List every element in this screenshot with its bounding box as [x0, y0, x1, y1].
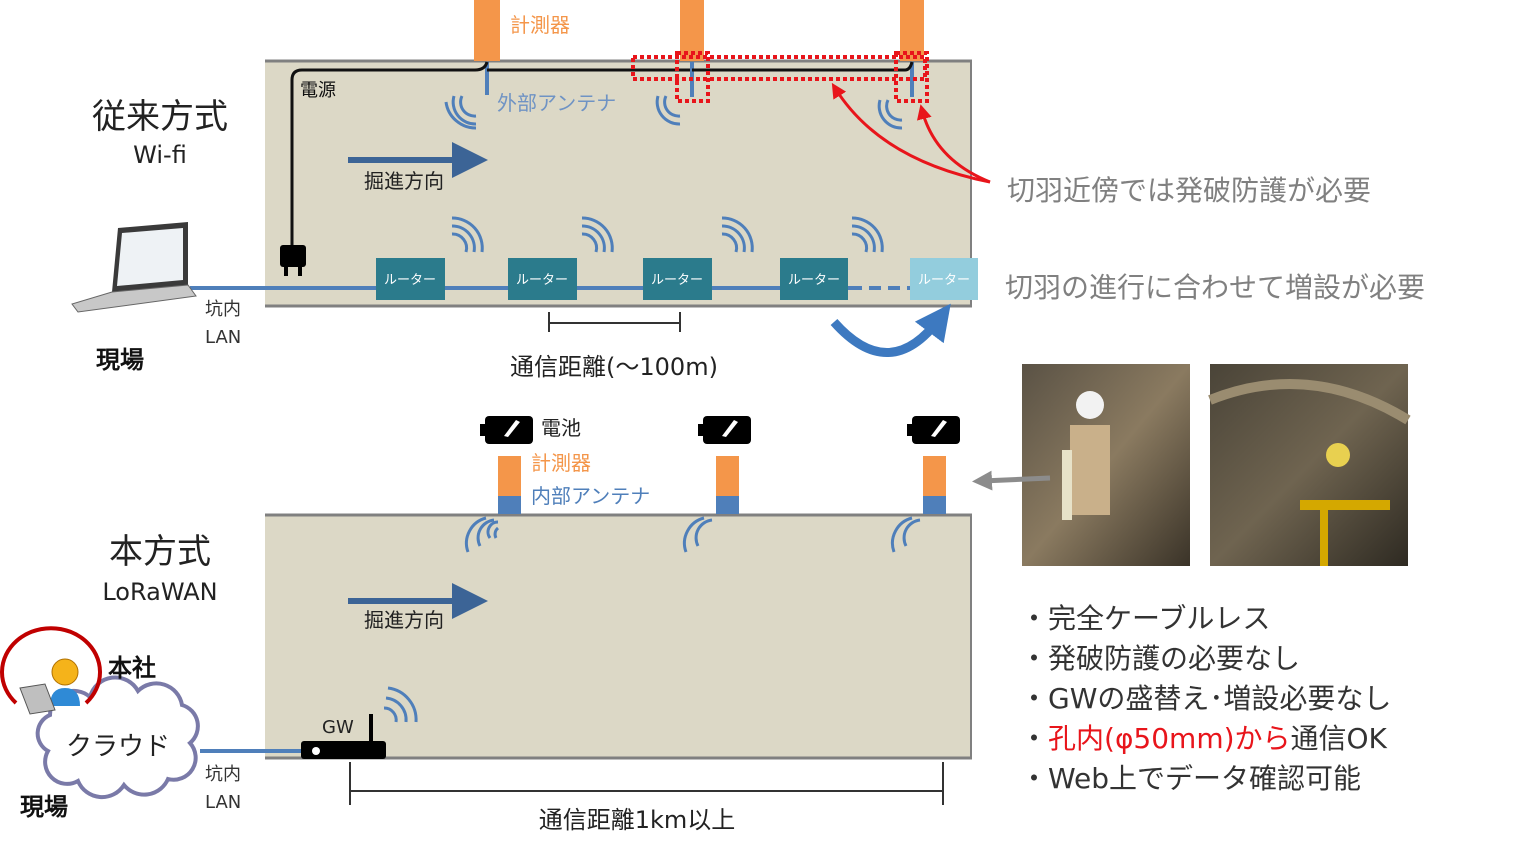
internal-antenna: [716, 496, 739, 514]
router: ルーター: [780, 258, 848, 300]
conventional-subtitle: Wi-fi: [133, 141, 187, 169]
conventional-section: 従来方式 Wi-fi 計測器 外部アンテナ 電源: [71, 0, 1425, 381]
cloud-icon: [35, 675, 200, 800]
note-blast-protection: 切羽近傍では発破防護が必要: [1007, 174, 1371, 207]
proposed-subtitle: LoRaWAN: [102, 578, 217, 606]
instrument: [680, 0, 704, 61]
direction-label: 掘進方向: [364, 608, 444, 632]
lan-label: LAN: [205, 327, 241, 348]
instruments-proposed: [498, 456, 946, 514]
power-plug-icon: [280, 245, 306, 276]
hq-highlight-ring: [0, 626, 102, 705]
distance-bracket: [548, 312, 681, 332]
instrument: [923, 456, 946, 496]
instrument-label: 計測器: [510, 13, 570, 37]
router-additional: ルーター: [910, 258, 978, 300]
antenna-label: 内部アンテナ: [531, 484, 650, 508]
photo-pointer-arrow: [972, 470, 1051, 491]
direction-label: 掘進方向: [364, 169, 444, 193]
battery-icon: [480, 416, 533, 444]
benefit-item: ・Web上でデータ確認可能: [1020, 762, 1361, 795]
blast-protection-highlight: [631, 51, 929, 103]
power-label: 電源: [300, 80, 336, 101]
distance-label: 通信距離1km以上: [539, 806, 736, 834]
site-label: 現場: [20, 793, 68, 821]
svg-text:ルーター: ルーター: [384, 273, 436, 288]
battery-label: 電池: [541, 416, 581, 440]
lan-label: 坑内: [205, 299, 241, 320]
lan-label: LAN: [205, 792, 241, 813]
site-label: 現場: [96, 346, 144, 374]
relocation-arrow: [830, 303, 951, 357]
svg-text:ルーター: ルーター: [918, 273, 970, 288]
proposed-section: 本方式 LoRaWAN 電池 計測器 内部アンテナ 掘進方向: [0, 416, 972, 834]
battery-icon: [907, 416, 960, 444]
site-photos: [972, 364, 1411, 566]
router: ルーター: [508, 258, 577, 300]
internal-antenna: [923, 496, 946, 514]
instrument-label: 計測器: [531, 451, 591, 475]
router: ルーター: [376, 258, 445, 300]
routers: ルーター ルーター ルーター ルーター ルーター: [376, 258, 978, 300]
gateway-wifi-icon: [383, 686, 418, 723]
tunnel-proposed: [265, 514, 972, 758]
svg-text:ルーター: ルーター: [651, 273, 703, 288]
hq-label: 本社: [108, 654, 156, 682]
battery-icon: [698, 416, 751, 444]
benefits-list: ・完全ケーブルレス ・発破防護の必要なし ・GWの盛替え･増設必要なし ・孔内(…: [1020, 602, 1391, 795]
wifi-waves-icon: [464, 516, 921, 553]
distance-bracket: [349, 762, 944, 805]
svg-text:ルーター: ルーター: [516, 273, 568, 288]
cloud-label: クラウド: [66, 732, 170, 762]
lan-label: 坑内: [205, 764, 241, 785]
instruments-conventional: [474, 0, 924, 97]
instrument: [474, 0, 500, 61]
conventional-title: 従来方式: [92, 97, 228, 137]
hq-user-icon: [19, 658, 80, 715]
internal-antenna: [498, 496, 521, 514]
power-cable: [290, 61, 914, 248]
battery-icons: [480, 416, 960, 444]
benefit-item: ・発破防護の必要なし: [1020, 642, 1300, 675]
instrument: [900, 0, 924, 61]
distance-label: 通信距離(～100m): [510, 353, 718, 381]
benefit-item: ・GWの盛替え･増設必要なし: [1020, 682, 1391, 715]
gateway-icon: [301, 714, 386, 759]
proposed-title: 本方式: [109, 532, 211, 572]
router-wifi-icon: [451, 216, 884, 253]
instrument: [498, 456, 521, 496]
laptop-icon: [71, 222, 197, 313]
wifi-waves-icon: [444, 95, 903, 130]
svg-text:ルーター: ルーター: [788, 273, 840, 288]
instrument: [716, 456, 739, 496]
antenna-label: 外部アンテナ: [497, 91, 616, 115]
callout-arrows: [831, 82, 991, 184]
note-expansion: 切羽の進行に合わせて増設が必要: [1005, 271, 1425, 304]
gw-label: GW: [322, 717, 354, 738]
benefit-item: ・完全ケーブルレス: [1020, 602, 1270, 635]
router: ルーター: [643, 258, 712, 300]
benefit-item: ・孔内(φ50mm)から通信OK: [1020, 722, 1388, 755]
